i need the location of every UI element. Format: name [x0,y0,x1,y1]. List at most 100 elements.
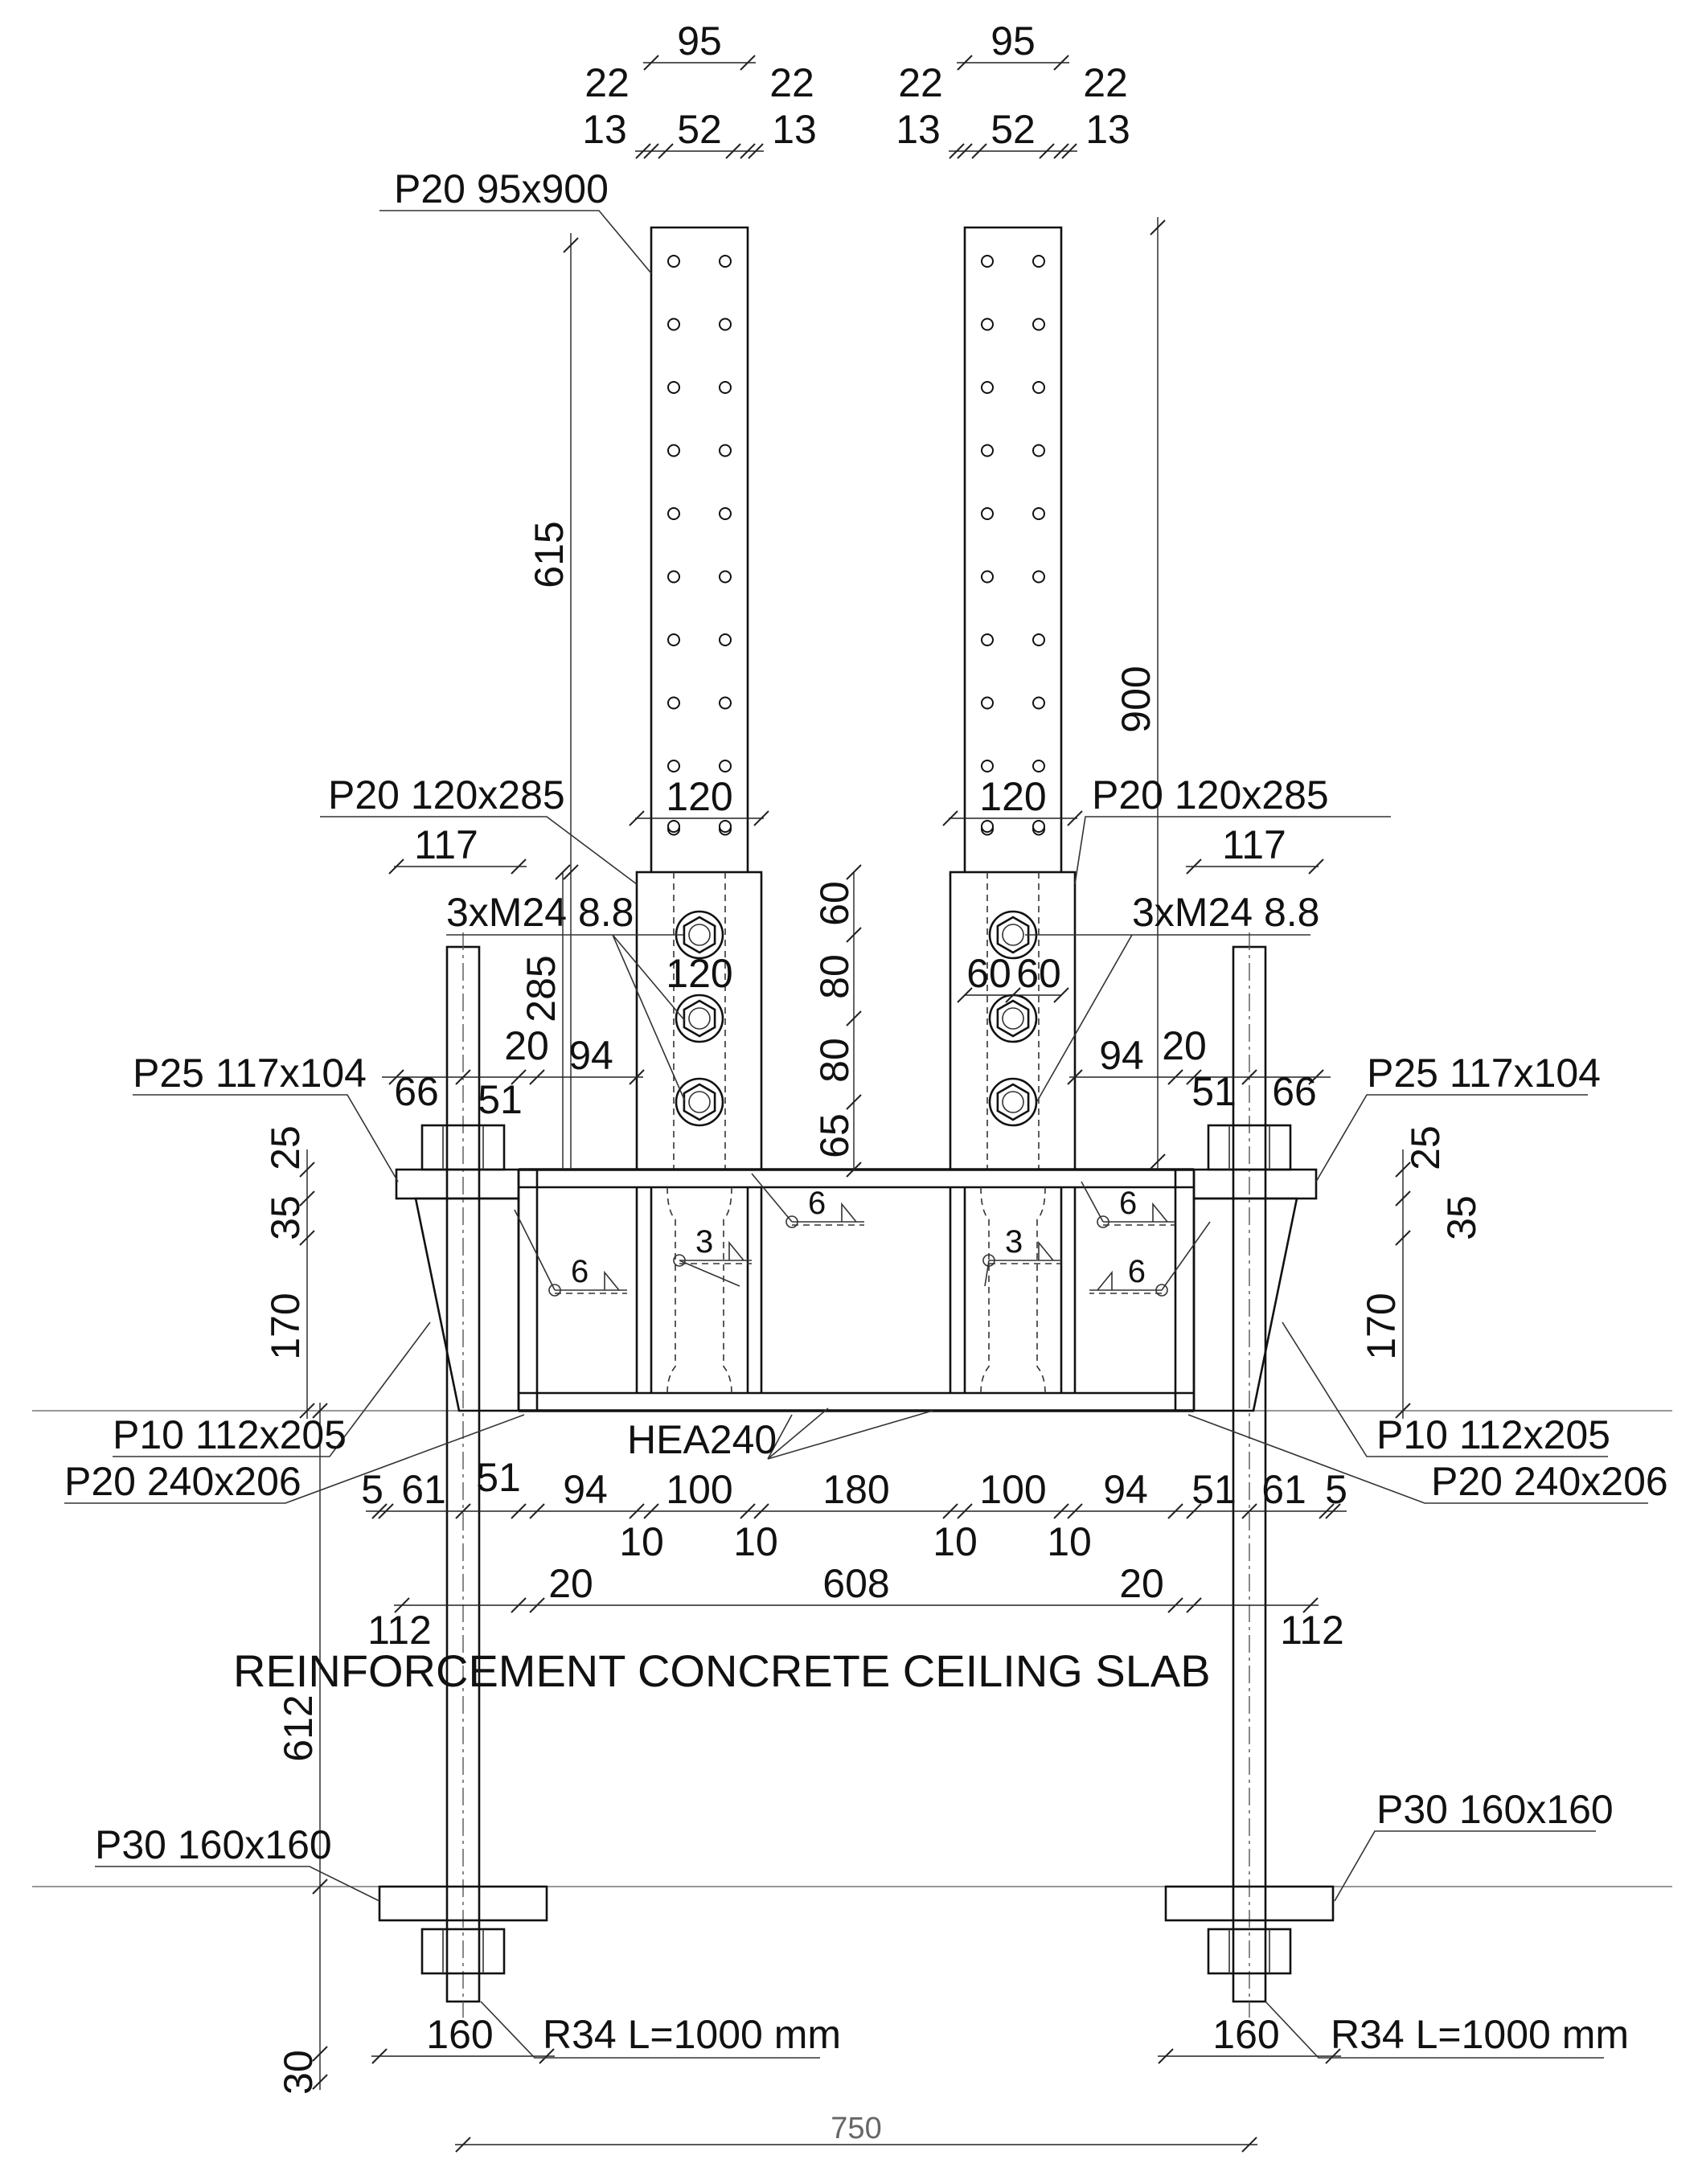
bolt-hole [981,255,994,268]
bolt-washer [675,1077,724,1127]
bolt-hole [719,696,732,710]
label-bolts-right: 3xM24 8.8 [1132,890,1319,935]
top-dims-right: 95 22 22 13 13 52 [896,18,1130,159]
bolt-hole [719,760,732,772]
dim-65-v: 65 [812,1113,857,1158]
bolt-hole [667,820,680,833]
bolt-hole [719,444,732,457]
bolt-head [683,1083,716,1121]
bolt-hole [719,633,732,646]
bolt-hole [719,820,732,833]
right-anchor-rod [1164,932,1335,2018]
bolt-hole [981,444,994,457]
dim-170-right: 170 [1359,1293,1404,1359]
dim-60-h-b: 60 [1016,951,1061,996]
bolt-head [996,1083,1030,1121]
weld-size-label: 6 [1119,1186,1137,1221]
dim-51-bottom-left: 51 [476,1455,521,1500]
dim-66-left: 66 [394,1069,439,1114]
bolt-core [1002,1091,1024,1113]
bolt-hole [1032,820,1045,833]
dim-60-h-a: 60 [966,951,1011,996]
dim-52-left: 52 [677,107,722,152]
bolt-hole [667,633,680,646]
dim-51-left: 51 [478,1077,523,1122]
dim-120-mid: 120 [666,951,732,996]
dim-94-bottom-left: 94 [563,1467,608,1512]
dim-13-right-a: 13 [896,107,941,152]
label-anchor-plate-left: P30 160x160 [95,1822,332,1867]
dim-13-left-a: 13 [582,107,627,152]
bolt-hole [719,255,732,268]
dim-20-right: 20 [1162,1023,1207,1068]
dims-lower: 612 30 160 160 750 [276,1403,1341,2153]
bolt-hole [981,381,994,394]
label-post-plate: P20 95x900 [394,166,609,211]
right-bolts [988,910,1038,1127]
bolt-core [1002,1007,1024,1030]
dim-10-d: 10 [1047,1519,1092,1564]
bolt-washer [988,1077,1038,1127]
dim-66-right: 66 [1272,1069,1317,1114]
dim-117-right: 117 [1222,822,1286,867]
left-post-plate [650,226,749,872]
dim-35-right: 35 [1439,1195,1484,1240]
dims-bottom-608: 20 608 20 112 112 [367,1561,1344,1653]
dim-900: 900 [1114,666,1159,732]
dim-117-left: 117 [414,822,478,867]
dims-bottom-chain: 5 61 51 94 100 180 100 94 51 61 5 10 10 … [361,1455,1347,1564]
label-gusset-right: P10 112x205 [1376,1412,1610,1457]
bolt-hole [981,696,994,710]
dim-13-left-b: 13 [772,107,817,152]
label-bolts-left: 3xM24 8.8 [446,890,634,935]
dim-51-bottom-right: 51 [1191,1467,1237,1512]
bolt-hole [1032,318,1045,331]
bolt-hole [1032,381,1045,394]
fillet-weld-icon [1038,1240,1054,1261]
dim-61-right: 61 [1261,1467,1306,1512]
weld-size-label: 6 [808,1186,826,1221]
right-cap-plate [1192,1168,1318,1412]
bolt-hole [667,507,680,520]
labels: P20 95x900 P20 120x285 P20 120x285 3xM24… [64,166,1668,2059]
weld-size-label: 3 [1005,1224,1023,1260]
dims-cap-left: 66 51 20 94 25 35 170 [263,1023,645,1419]
dim-61-left: 61 [401,1467,446,1512]
fillet-weld-icon [1152,1202,1168,1223]
dim-160-right: 160 [1212,2012,1279,2057]
dim-22-right-b: 22 [1083,60,1128,105]
bolt-hole [719,507,732,520]
dim-10-c: 10 [933,1519,978,1564]
weld-size-label: 3 [695,1224,713,1260]
dim-10-a: 10 [619,1519,664,1564]
bolt-hole [667,760,680,772]
dim-25-right: 25 [1403,1125,1448,1170]
bolt-head [683,916,716,954]
fillet-weld-icon [841,1202,857,1223]
right-post-plate [963,226,1063,872]
top-dims-left: 95 22 22 13 13 52 [582,18,817,159]
dim-612: 612 [276,1694,321,1761]
bolt-head [996,916,1030,954]
dim-30: 30 [276,2050,321,2095]
bolt-head [996,999,1030,1038]
bolt-hole [667,318,680,331]
dim-25-left: 25 [263,1125,308,1170]
dim-608: 608 [822,1561,889,1606]
fillet-weld-icon [604,1270,620,1291]
dim-80-v-b: 80 [812,1038,857,1083]
fillet-weld-icon [728,1240,744,1261]
dim-5-right: 5 [1325,1467,1347,1512]
bolt-core [1002,924,1024,946]
bolt-hole [667,255,680,268]
label-side-plate-right: P20 120x285 [1092,772,1329,817]
dim-750: 750 [831,2112,881,2145]
dim-94-bottom-right: 94 [1103,1467,1148,1512]
dim-20-bottom-left: 20 [548,1561,593,1606]
dim-5-left: 5 [361,1467,383,1512]
label-anchor-rod-right: R34 L=1000 mm [1331,2012,1629,2057]
bolt-hole [1032,507,1045,520]
dim-285: 285 [519,955,564,1022]
